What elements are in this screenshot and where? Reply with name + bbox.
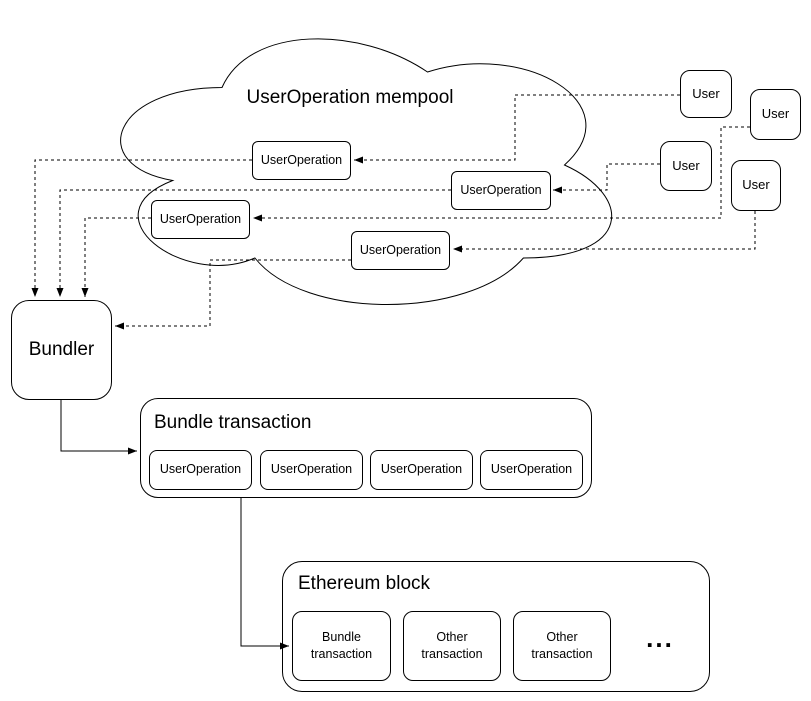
arrow-userop2-to-bundler <box>56 189 451 297</box>
user-node-3: User <box>660 141 712 191</box>
bundle-userop-node-2: UserOperation <box>260 450 363 490</box>
bundle-userop-node-4: UserOperation <box>480 450 583 490</box>
mempool-userop-node-3: UserOperation <box>151 200 250 239</box>
ethereum-block-container: Ethereum block Bundle transaction Other … <box>282 561 710 692</box>
user-node-4: User <box>731 160 781 211</box>
user-node-1: User <box>680 70 732 118</box>
bundle-userop-node-1: UserOperation <box>149 450 252 490</box>
mempool-userop-node-1: UserOperation <box>252 141 351 180</box>
bundle-transaction-container: Bundle transaction UserOperation UserOpe… <box>140 398 592 498</box>
mempool-userop-node-4: UserOperation <box>351 231 450 270</box>
ethereum-block-title: Ethereum block <box>298 573 431 594</box>
arrow-bundle-transaction-to-ethereum-block <box>240 498 289 650</box>
arrow-userop1-to-bundler <box>31 159 252 297</box>
bundle-userop-node-3: UserOperation <box>370 450 473 490</box>
mempool-userop-node-2: UserOperation <box>451 171 551 210</box>
more-transactions-ellipsis: ... <box>646 623 674 653</box>
arrow-user3-to-userop2 <box>553 163 660 194</box>
arrow-user4-to-userop4 <box>453 211 756 253</box>
arrow-userop3-to-bundler <box>81 217 151 297</box>
arrow-user2-to-userop3 <box>253 126 750 222</box>
arrow-bundler-to-bundle-transaction <box>60 400 137 455</box>
bundle-transaction-title: Bundle transaction <box>154 412 312 433</box>
eth-other-transaction-node-2: Other transaction <box>513 611 611 681</box>
eth-bundle-transaction-node: Bundle transaction <box>292 611 391 681</box>
eth-other-transaction-node-1: Other transaction <box>403 611 501 681</box>
bundler-node: Bundler <box>11 300 112 400</box>
arrow-userop4-to-bundler <box>115 259 351 330</box>
user-node-2: User <box>750 89 801 140</box>
mempool-title: UserOperation mempool <box>246 87 454 108</box>
